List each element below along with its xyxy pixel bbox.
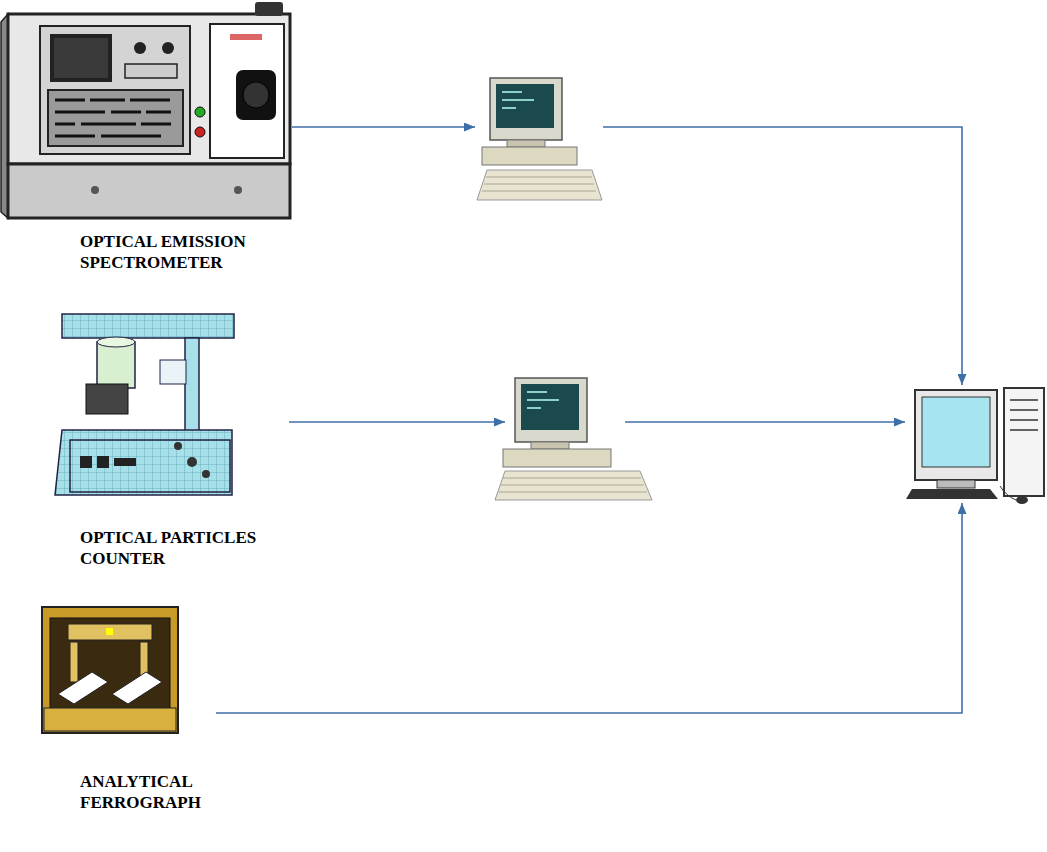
workstation-drawing bbox=[906, 388, 1044, 504]
computer-node bbox=[505, 375, 625, 503]
ferrograph-drawing bbox=[42, 607, 178, 733]
instrument-label: ANALYTICAL FERROGRAPH bbox=[80, 772, 212, 813]
computer-node bbox=[475, 75, 603, 205]
instrument-label: OPTICAL EMISSION SPECTROMETER bbox=[80, 232, 285, 273]
data-flow-arrow bbox=[216, 503, 962, 713]
data-flow-arrow bbox=[292, 126, 475, 128]
instrument-node: OPTICAL EMISSION SPECTROMETER bbox=[0, 0, 292, 300]
computer-drawing bbox=[477, 78, 602, 200]
workstation-node bbox=[905, 385, 1045, 503]
instrument-label: OPTICAL PARTICLES COUNTER bbox=[80, 528, 285, 569]
particle-counter-drawing bbox=[55, 314, 234, 495]
computer-drawing bbox=[495, 378, 652, 500]
spectrometer-drawing bbox=[1, 2, 290, 218]
data-flow-arrow bbox=[289, 421, 505, 423]
instrument-node: ANALYTICAL FERROGRAPH bbox=[35, 600, 216, 845]
instrument-node: OPTICAL PARTICLES COUNTER bbox=[50, 310, 289, 582]
data-flow-arrow bbox=[625, 421, 905, 423]
data-flow-arrow bbox=[603, 127, 962, 385]
